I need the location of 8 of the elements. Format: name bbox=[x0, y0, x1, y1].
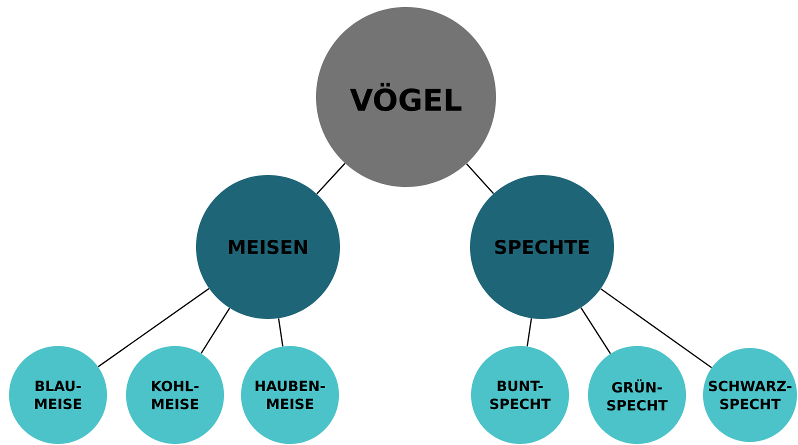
connector-line bbox=[278, 318, 284, 346]
connector-line bbox=[316, 162, 346, 194]
connector-line bbox=[600, 288, 712, 368]
connector-line bbox=[466, 163, 494, 194]
connector-line bbox=[200, 308, 230, 354]
connector-line bbox=[580, 307, 611, 354]
connector-line bbox=[526, 318, 532, 346]
connector-line bbox=[98, 288, 210, 368]
